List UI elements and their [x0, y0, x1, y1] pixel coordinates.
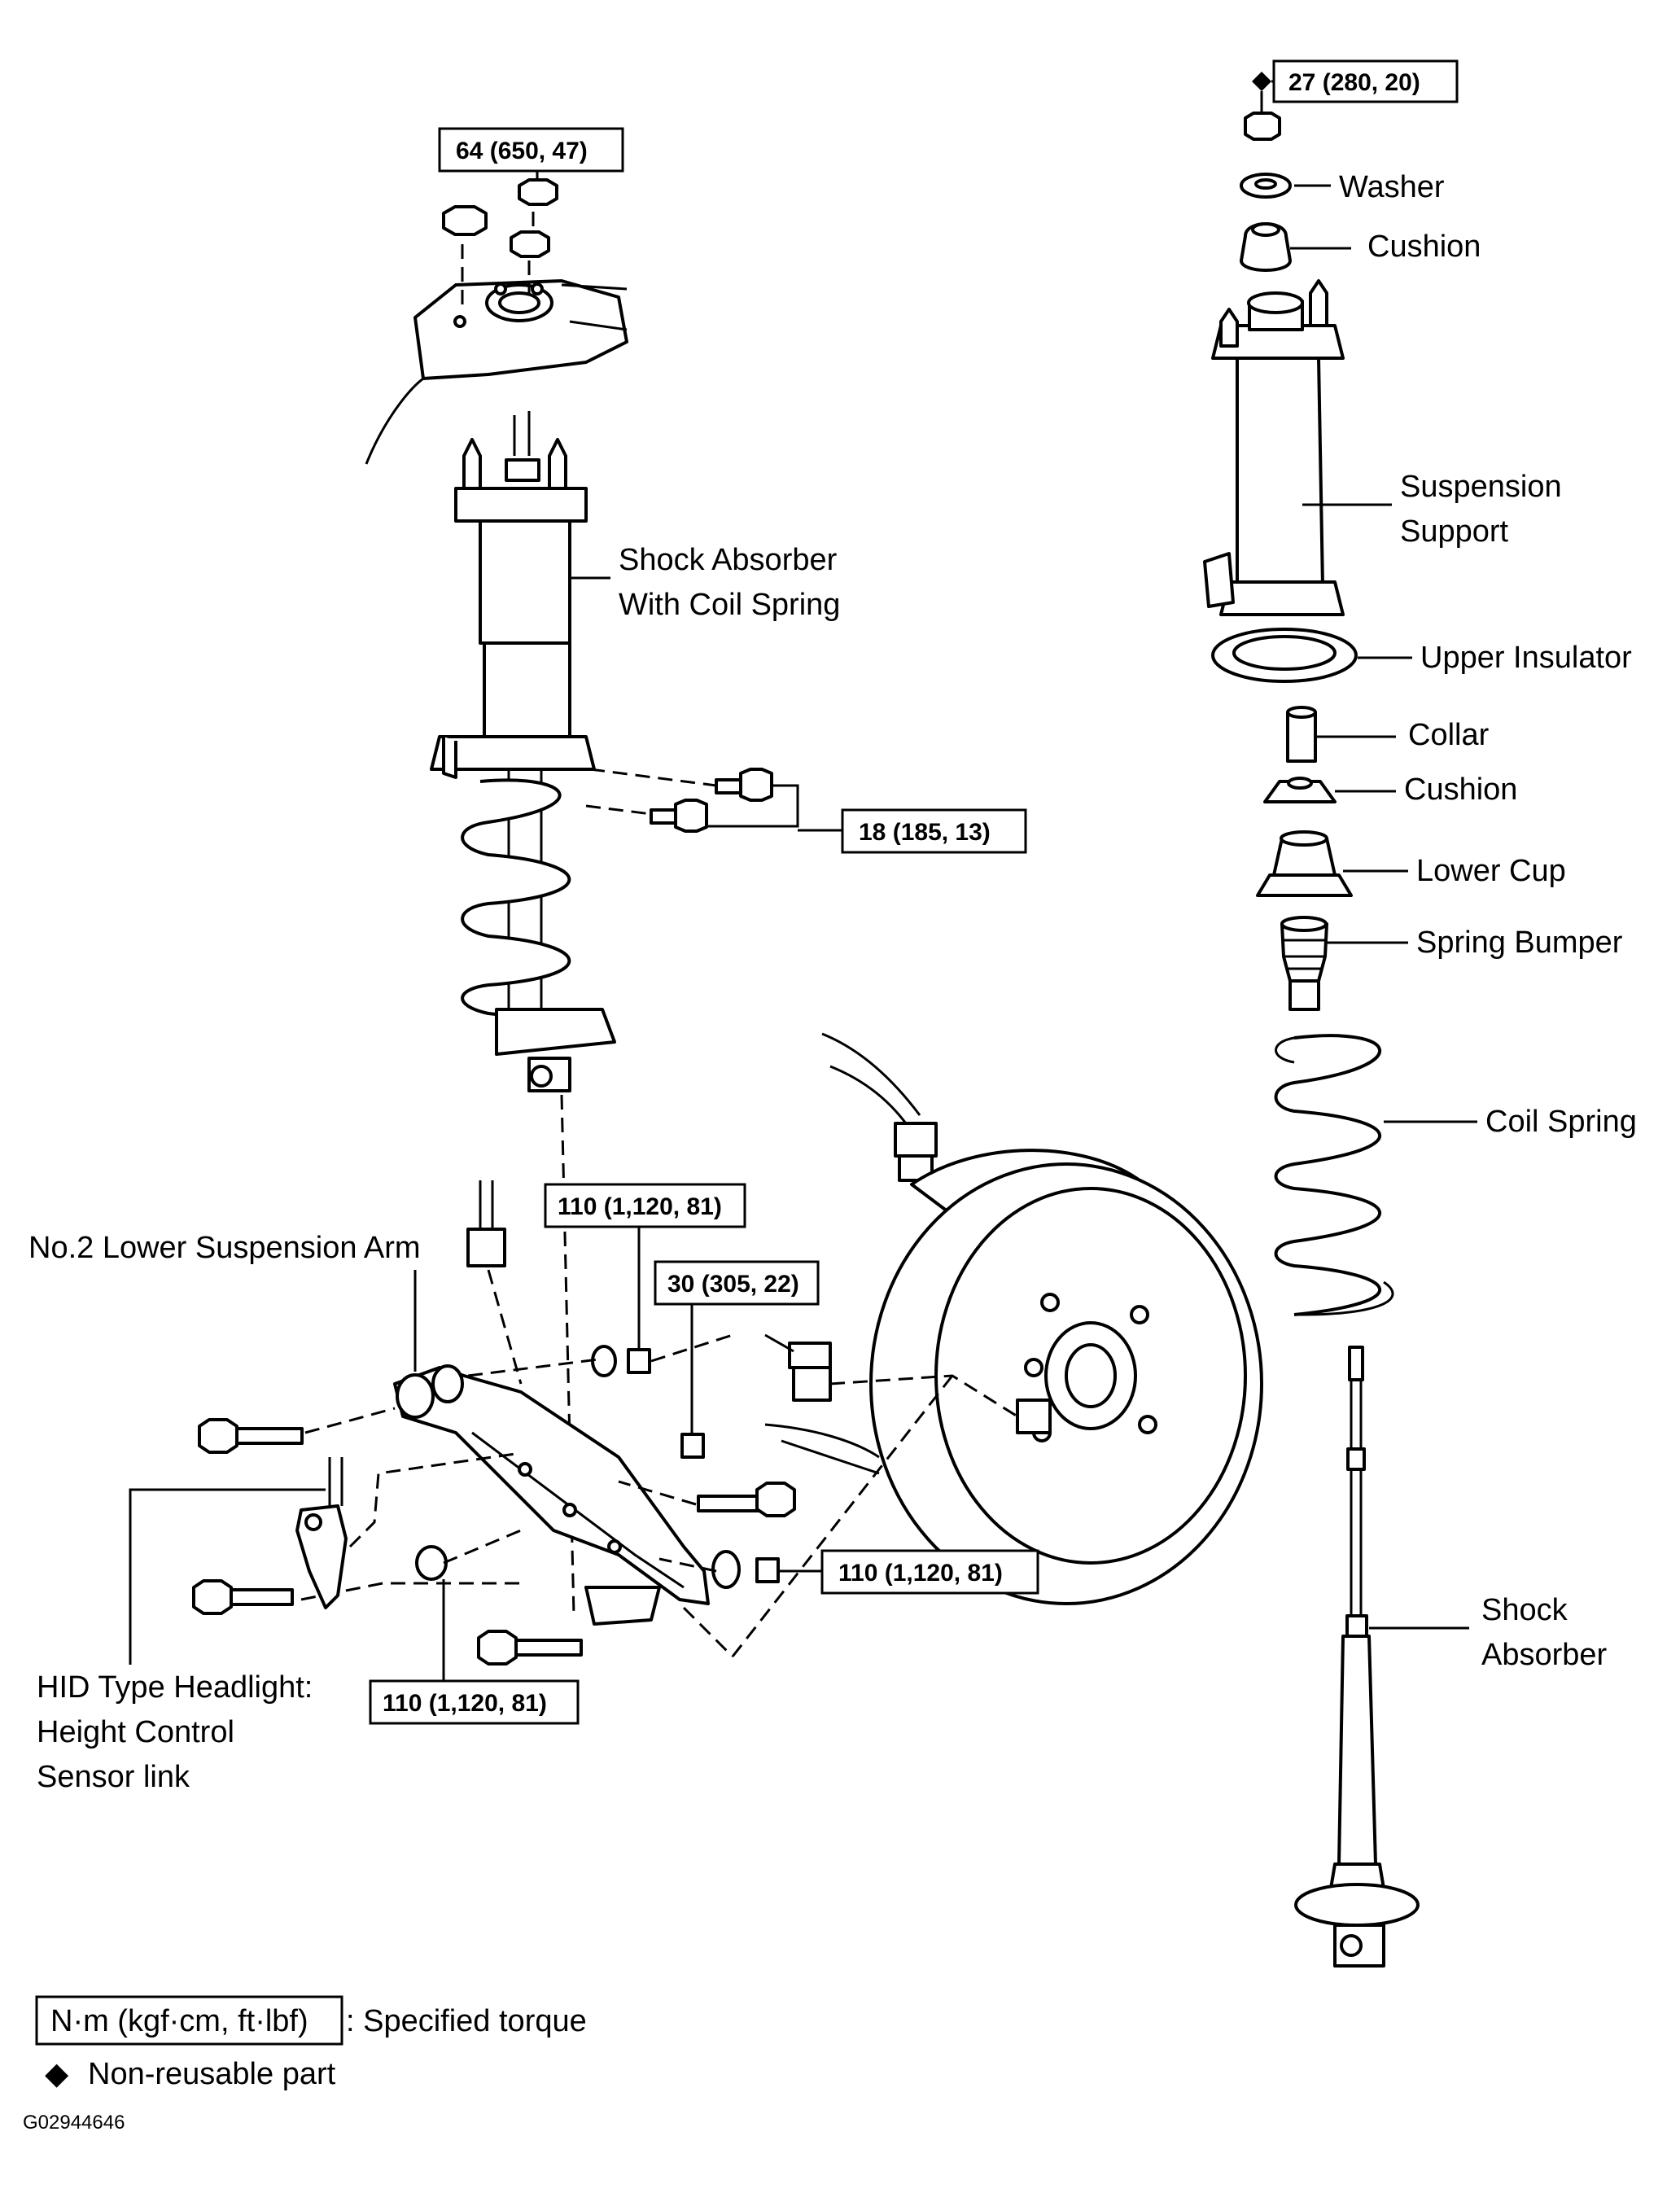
- torque-nut-top: 27 (280, 20): [1288, 69, 1420, 96]
- legend-non-reusable: Non-reusable part: [88, 2057, 336, 2091]
- torque-box-knuckle-nut: [654, 1260, 820, 1306]
- non-reusable-icon: [1252, 72, 1271, 91]
- label-shock-absorber-with-coil-spring-2: With Coil Spring: [619, 588, 840, 622]
- label-shock-absorber-1: Shock: [1481, 1593, 1568, 1627]
- suspension-support-part: [1203, 279, 1345, 616]
- shock-absorber-with-coil-spring: [430, 411, 616, 1092]
- label-suspension-support-1: Suspension: [1400, 470, 1562, 504]
- legend: N·m (kgf·cm, ft·lbf) : Specified torque …: [23, 1995, 587, 2134]
- label-collar: Collar: [1408, 718, 1490, 752]
- torque-box-arm-lower-bolt: [369, 1679, 580, 1725]
- label-lower-cup: Lower Cup: [1416, 854, 1566, 888]
- shock-absorber-part: [1294, 1346, 1420, 1968]
- label-hid-sensor-link-3: Sensor link: [37, 1760, 190, 1794]
- arm-bolts: [192, 1407, 796, 1666]
- label-cushion-lower: Cushion: [1404, 773, 1517, 807]
- label-hid-sensor-link-2: Height Control: [37, 1715, 234, 1749]
- torque-box-support-nuts: [438, 127, 624, 173]
- label-spring-bumper: Spring Bumper: [1416, 926, 1623, 960]
- label-cushion-top: Cushion: [1367, 230, 1481, 264]
- label-shock-absorber-2: Absorber: [1481, 1638, 1608, 1672]
- no2-lower-suspension-arm: [466, 1180, 523, 1385]
- label-shock-absorber-with-coil-spring-1: Shock Absorber: [619, 543, 838, 577]
- strut-tower-panel: [365, 279, 628, 465]
- knuckle-and-brake-disc: [682, 1032, 1263, 1658]
- bracket-bolts: [585, 768, 842, 833]
- label-washer: Washer: [1339, 170, 1445, 204]
- legend-unit-box: [35, 1995, 343, 2046]
- torque-box-bracket-bolts: [841, 808, 1027, 854]
- coil-spring-part: [1274, 1034, 1394, 1316]
- hid-sensor-link: [295, 1451, 522, 1609]
- torque-box-arm-outer-nut: [820, 1549, 1039, 1595]
- torque-knuckle-nut: 30 (305, 22): [667, 1271, 799, 1298]
- labels: Shock Absorber With Coil Spring No.2 Low…: [28, 170, 1637, 1794]
- legend-unit-desc: : Specified torque: [346, 2004, 587, 2038]
- cushion-top-part: [1240, 222, 1292, 272]
- washer-part: [1240, 173, 1292, 199]
- torque-arm-inner-nut: 110 (1,120, 81): [558, 1193, 722, 1220]
- label-no2-lower-suspension-arm: No.2 Lower Suspension Arm: [28, 1231, 421, 1265]
- label-upper-insulator: Upper Insulator: [1420, 641, 1632, 675]
- label-suspension-support-2: Support: [1400, 514, 1509, 549]
- lower-cup-part: [1256, 830, 1353, 897]
- torque-box-arm-inner-nut: [544, 1183, 746, 1228]
- torque-arm-lower-bolt: 110 (1,120, 81): [383, 1690, 547, 1717]
- torque-bracket-bolts: 18 (185, 13): [859, 819, 991, 846]
- torque-support-nuts: 64 (650, 47): [456, 138, 588, 164]
- support-nuts: [442, 178, 558, 309]
- label-hid-sensor-link-1: HID Type Headlight:: [37, 1670, 313, 1705]
- figure-code: G02944646: [23, 2112, 125, 2134]
- upper-insulator-part: [1211, 628, 1358, 683]
- label-coil-spring: Coil Spring: [1485, 1105, 1637, 1139]
- cushion-lower-part: [1263, 777, 1337, 803]
- legend-diamond-icon: ◆: [45, 2057, 69, 2091]
- lower-suspension-arm: [393, 1364, 710, 1626]
- torque-arm-outer-nut: 110 (1,120, 81): [838, 1560, 1003, 1587]
- spring-bumper-part: [1280, 916, 1328, 1011]
- collar-part: [1286, 706, 1317, 763]
- torque-specs: 27 (280, 20) 64 (650, 47) 18 (185, 13) 1…: [369, 59, 1459, 1725]
- legend-unit: N·m (kgf·cm, ft·lbf): [50, 2004, 308, 2038]
- arm-nuts-washers: [300, 1333, 780, 1601]
